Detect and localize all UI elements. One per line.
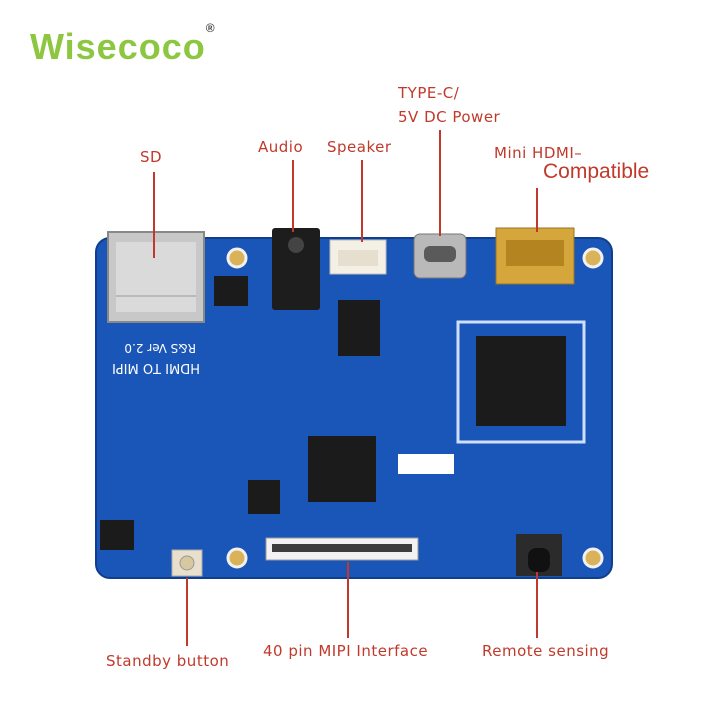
mounting-holes	[226, 247, 604, 569]
label-hdmi-line2: Compatible	[543, 160, 650, 183]
main-processor-chip	[456, 320, 586, 444]
label-remote: Remote sensing	[482, 642, 610, 660]
type-c-port	[413, 233, 467, 279]
audio-amp-chip	[338, 300, 380, 356]
registered-mark: ®	[205, 21, 216, 35]
speaker-connector	[329, 239, 387, 275]
label-speaker: Speaker	[327, 138, 392, 156]
label-standby: Standby button	[106, 652, 230, 670]
leader-lines	[153, 130, 538, 646]
mini-hdmi-port	[495, 227, 575, 285]
sd-card-slot	[107, 231, 205, 323]
ir-receiver-part	[516, 534, 562, 576]
brand-sticker	[398, 454, 454, 474]
mipi-bridge-chip	[308, 436, 376, 502]
label-sd: SD	[140, 148, 163, 166]
silkscreen-title: HDMI TO MIPI	[112, 360, 200, 375]
label-audio: Audio	[258, 138, 304, 156]
label-hdmi-line1: Mini HDMI–	[494, 144, 583, 162]
brand-logo: Wisecoco®	[30, 21, 216, 68]
regulator-chip	[248, 480, 280, 514]
audio-jack	[272, 228, 320, 310]
mipi-40pin-connector	[265, 537, 419, 561]
inductor	[100, 520, 134, 550]
label-mipi: 40 pin MIPI Interface	[263, 642, 429, 660]
standby-button-part	[171, 549, 203, 577]
silkscreen-version: R&S Ver 2.0	[124, 341, 196, 355]
flash-chip	[214, 276, 248, 306]
label-type-c-line2: 5V DC Power	[398, 108, 501, 126]
logo-text: Wisecoco	[30, 26, 206, 67]
label-type-c-line1: TYPE-C/	[398, 84, 460, 102]
